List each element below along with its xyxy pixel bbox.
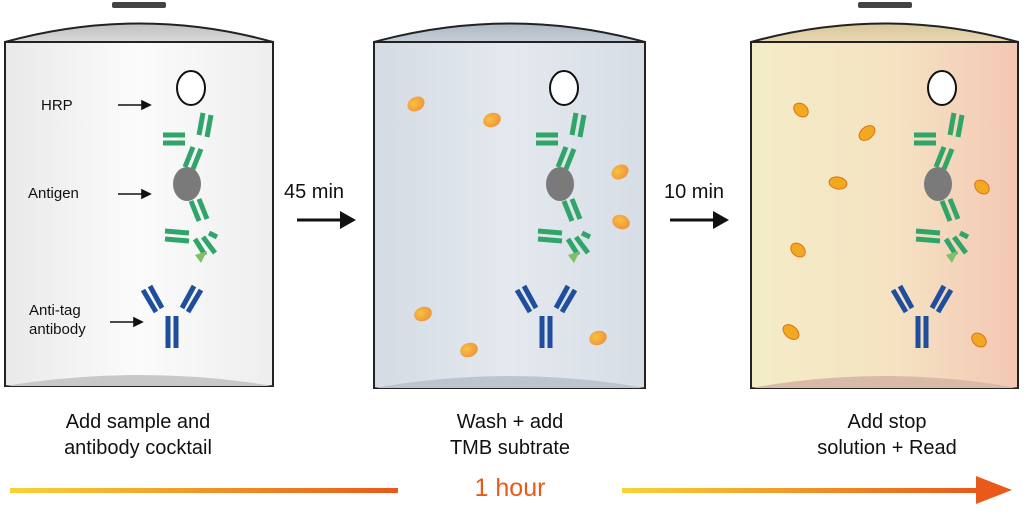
- transition-time-1: 45 min: [284, 181, 345, 203]
- step-2-caption: Wash + add TMB subtrate: [380, 409, 640, 461]
- hrp-label: HRP: [41, 97, 73, 114]
- total-time-label: 1 hour: [474, 474, 546, 502]
- tmb-particles-2: [407, 96, 630, 358]
- step-1-caption-line1: Add sample and: [65, 411, 211, 433]
- transition-arrow-1: [297, 211, 356, 229]
- tube-step-2: [373, 22, 646, 389]
- timeline-arrow-right: [622, 476, 1012, 504]
- label-pointers: [110, 99, 152, 328]
- transition-time-2: 10 min: [664, 181, 725, 203]
- step-3-caption-line1: Add stop: [847, 411, 927, 433]
- antigen-label: Antigen: [28, 185, 79, 202]
- step-3-caption: Add stop solution + Read: [757, 409, 1017, 461]
- step-1-caption: Add sample and antibody cocktail: [8, 409, 268, 461]
- anti-tag-label: Anti-tag antibody: [29, 301, 86, 339]
- anti-tag-label-line2: antibody: [29, 321, 86, 338]
- step-2-caption-line1: Wash + add: [456, 411, 564, 433]
- step-2-caption-line2: TMB subtrate: [449, 437, 571, 459]
- step-1-caption-line2: antibody cocktail: [64, 437, 212, 459]
- transition-arrow-2: [670, 211, 729, 229]
- reacted-particles-3: [782, 102, 990, 348]
- step-3-caption-line2: solution + Read: [817, 437, 957, 459]
- anti-tag-label-line1: Anti-tag: [29, 302, 81, 319]
- timeline-bar-left: [10, 488, 398, 493]
- tube-step-1: [4, 2, 274, 387]
